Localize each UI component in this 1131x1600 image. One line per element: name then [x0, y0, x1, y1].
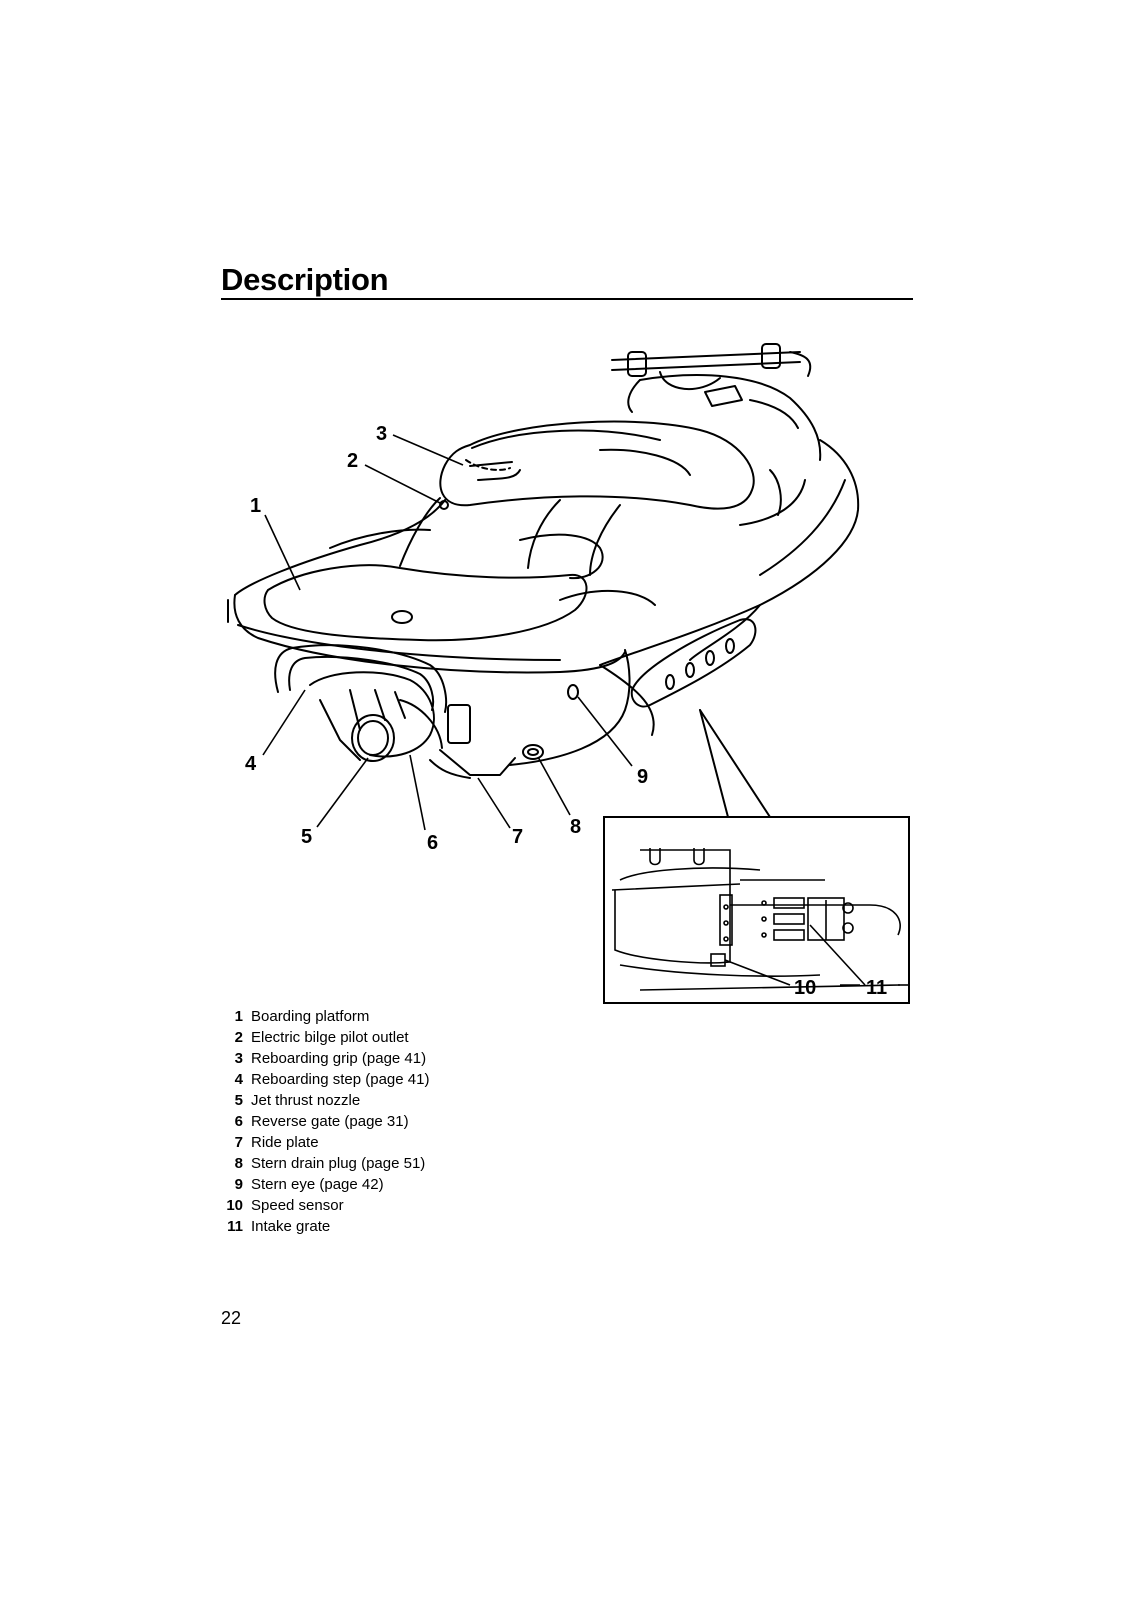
inset-leader-lines [699, 709, 771, 818]
callout-1: 1 [250, 495, 261, 517]
callout-6: 6 [427, 832, 438, 854]
hull-drawing [227, 439, 860, 779]
bilge-outlet-drawing [439, 500, 449, 510]
callout-11: 11 [866, 977, 887, 999]
callout-2: 2 [347, 450, 358, 472]
legend-label: Jet thrust nozzle [251, 1092, 361, 1109]
callout-9: 9 [637, 766, 648, 788]
handlebar-drawing [611, 343, 812, 390]
reboarding-grip-drawing [465, 459, 511, 471]
callout-5: 5 [301, 826, 312, 848]
callout-leaders [262, 434, 633, 831]
seat-drawing [439, 420, 755, 510]
reboarding-step-drawing [274, 644, 448, 713]
deck-panels-drawing [329, 469, 806, 606]
legend-label: Boarding platform [251, 1008, 370, 1025]
page-number: 22 [221, 1308, 242, 1328]
boarding-platform-drawing [263, 497, 588, 642]
legend-label: Intake grate [251, 1218, 331, 1235]
legend-label: Stern eye (page 42) [251, 1176, 384, 1193]
legend-label: Electric bilge pilot outlet [251, 1029, 409, 1046]
legend-label: Reboarding grip (page 41) [251, 1050, 427, 1067]
callout-4: 4 [245, 753, 257, 775]
side-sponson-drawing [630, 618, 757, 708]
console-drawing [627, 374, 822, 461]
callout-3: 3 [376, 423, 387, 445]
stern-fittings-drawing [522, 684, 579, 760]
callout-7: 7 [512, 826, 523, 848]
legend-label: Stern drain plug (page 51) [251, 1155, 426, 1172]
callout-8: 8 [570, 816, 581, 838]
title-rule [221, 298, 913, 300]
callout-labels: 1 2 3 4 5 6 7 8 9 10 11 [245, 423, 887, 999]
page-title: Description [221, 262, 389, 297]
legend-label: Ride plate [251, 1134, 319, 1151]
inset-detail [603, 816, 910, 1004]
legend-label: Speed sensor [251, 1197, 344, 1214]
legend-label: Reboarding step (page 41) [251, 1071, 430, 1088]
callout-10: 10 [794, 977, 816, 999]
jet-nozzle-drawing [309, 671, 471, 762]
legend-label: Reverse gate (page 31) [251, 1113, 409, 1130]
